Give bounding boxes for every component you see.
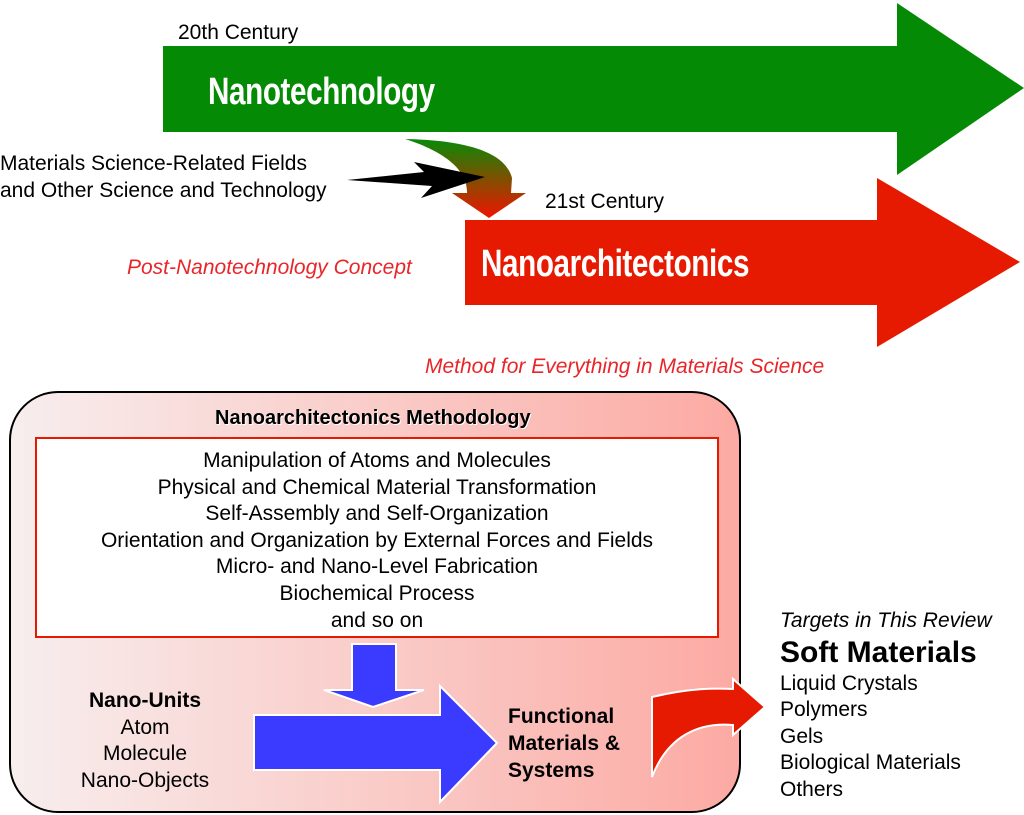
blue-down-arrow [323,643,425,709]
nanotechnology-label: Nanotechnology [208,71,435,113]
sources-label: Materials Science-Related Fields and Oth… [0,150,327,204]
target-item: Liquid Crystals [780,671,918,695]
target-item: Biological Materials [780,751,961,774]
methods-list-item: Manipulation of Atoms and Molecules [203,449,551,472]
methods-list-item: Physical and Chemical Material Transform… [157,475,597,499]
methods-list-item: Biochemical Process [279,581,475,605]
target-item: Polymers [780,698,868,721]
methods-list-item: Orientation and Organization by External… [100,528,654,552]
targets-heading: Targets in This Review [780,609,992,632]
nano-unit-item: Molecule [102,742,188,765]
nano-units-title: Nano-Units [89,689,201,712]
century-21-label: 21st Century [545,190,665,213]
methods-list-box [35,437,719,638]
nanoarchitectonics-label: Nanoarchitectonics [481,243,750,285]
method-for-everything-label: Method for Everything in Materials Scien… [425,355,825,378]
sources-line-1: Materials Science-Related Fields [0,152,307,175]
methods-list-item: Self-Assembly and Self-Organization [205,502,549,526]
input-black-arrow [347,162,485,198]
blue-right-arrow [253,683,499,805]
functional-line-3: Systems [508,759,595,782]
targets-title: Soft Materials [780,635,977,669]
methods-list: Manipulation of Atoms and Molecules Phys… [37,448,717,634]
sources-line-2: and Other Science and Technology [0,179,327,202]
nanoarchitectonics-arrow [465,178,1020,347]
nano-units-list: Nano-Units Atom Molecule Nano-Objects [80,688,210,794]
nano-unit-item: Nano-Objects [80,768,210,792]
target-item: Others [780,777,844,801]
targets-list: Targets in This Review Soft Materials Li… [780,608,992,803]
nano-unit-item: Atom [120,715,170,739]
nanotechnology-arrow [163,3,1024,175]
methods-list-item: Micro- and Nano-Level Fabrication [215,555,539,579]
functional-materials-label: Functional Materials & Systems [508,703,620,784]
methods-list-item: and so on [330,608,424,632]
post-nanotechnology-concept-label: Post-Nanotechnology Concept [127,256,412,279]
functional-line-2: Materials & [508,732,621,755]
target-item: Gels [780,724,824,748]
methodology-title: Nanoarchitectonics Methodology [215,407,531,429]
output-curved-arrow [651,676,767,778]
century-20-label: 20th Century [178,21,299,44]
functional-line-1: Functional [508,705,615,728]
